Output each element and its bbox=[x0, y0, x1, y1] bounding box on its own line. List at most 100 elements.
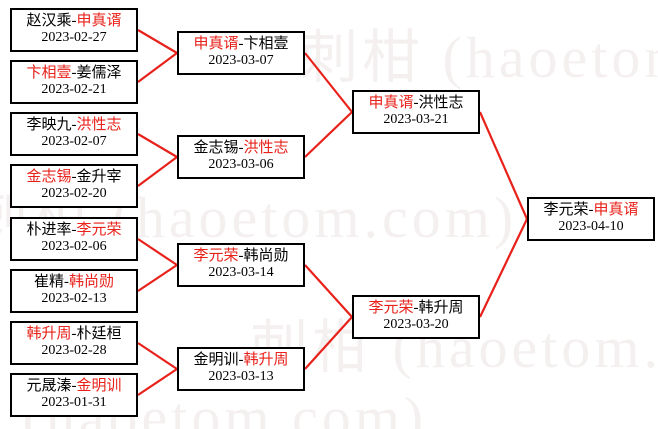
player-separator: - bbox=[238, 36, 244, 53]
match-players: 韩升周-朴廷桓 bbox=[26, 326, 122, 343]
player-left: 朴进率 bbox=[26, 222, 72, 239]
connector-line bbox=[304, 111, 353, 158]
match-players: 金志锡-洪性志 bbox=[193, 140, 289, 157]
player-separator: - bbox=[238, 140, 244, 157]
watermark-text: 刺柑 (haoetom.com) bbox=[300, 25, 658, 90]
player-separator: - bbox=[64, 274, 69, 291]
connector-line bbox=[137, 238, 178, 266]
connector-line bbox=[137, 264, 178, 292]
match-date: 2023-03-20 bbox=[383, 317, 449, 333]
match-players: 李元荣-韩升周 bbox=[368, 300, 463, 317]
player-right: 朴廷桓 bbox=[76, 326, 122, 343]
connector-line bbox=[479, 218, 528, 318]
match-players: 金明训-韩升周 bbox=[193, 352, 288, 369]
connector-line bbox=[304, 264, 353, 318]
player-separator: - bbox=[413, 95, 419, 112]
player-left: 李元荣 bbox=[368, 300, 414, 317]
player-right: 金升宰 bbox=[76, 169, 122, 186]
player-left: 金明训 bbox=[193, 352, 239, 369]
player-left: 金志锡 bbox=[26, 169, 72, 186]
match-date: 2023-02-13 bbox=[41, 291, 107, 307]
match-date: 2023-03-07 bbox=[208, 53, 274, 69]
player-separator: - bbox=[71, 65, 77, 82]
player-separator: - bbox=[71, 169, 77, 186]
match-players: 朴进率-李元荣 bbox=[26, 222, 122, 239]
connector-line bbox=[137, 52, 178, 83]
match-date: 2023-02-06 bbox=[41, 239, 107, 255]
connector-line bbox=[137, 368, 178, 396]
match-date: 2023-03-14 bbox=[208, 265, 274, 281]
match-players: 申真谞-卞相壹 bbox=[193, 36, 289, 53]
player-left: 申真谞 bbox=[368, 95, 414, 112]
player-right: 姜儒泽 bbox=[76, 65, 122, 82]
player-right: 申真谞 bbox=[593, 202, 639, 219]
player-right: 洪性志 bbox=[243, 140, 289, 157]
player-right: 金明训 bbox=[76, 378, 122, 395]
match-date: 2023-01-31 bbox=[41, 395, 107, 411]
player-separator: - bbox=[238, 248, 244, 265]
match-date: 2023-03-13 bbox=[208, 369, 274, 385]
player-right: 李元荣 bbox=[76, 222, 122, 239]
player-separator: - bbox=[71, 13, 77, 30]
match-date: 2023-03-21 bbox=[383, 112, 449, 128]
player-separator: - bbox=[71, 378, 77, 395]
match-players: 金志锡-金升宰 bbox=[26, 169, 122, 186]
match-date: 2023-02-07 bbox=[41, 134, 107, 150]
connector-line bbox=[137, 29, 178, 54]
player-separator: - bbox=[71, 222, 77, 239]
connector-line bbox=[304, 52, 353, 113]
player-separator: - bbox=[588, 202, 594, 219]
match-date: 2023-03-06 bbox=[208, 157, 274, 173]
player-right: 卞相壹 bbox=[243, 36, 289, 53]
match-players: 赵汉乘-申真谞 bbox=[26, 13, 121, 30]
player-left: 李映九 bbox=[26, 117, 72, 134]
player-separator: - bbox=[71, 326, 77, 343]
match-players: 申真谞-洪性志 bbox=[368, 95, 464, 112]
player-left: 申真谞 bbox=[193, 36, 239, 53]
match-date: 2023-02-28 bbox=[41, 343, 107, 359]
match-players: 崔精-韩尚勋 bbox=[33, 274, 115, 291]
player-left: 李元荣 bbox=[193, 248, 239, 265]
player-right: 洪性志 bbox=[418, 95, 464, 112]
player-left: 金志锡 bbox=[193, 140, 239, 157]
connector-line bbox=[137, 342, 178, 370]
player-left: 韩升周 bbox=[26, 326, 72, 343]
player-left: 李元荣 bbox=[543, 202, 589, 219]
connector-line bbox=[478, 111, 529, 220]
connector-line bbox=[137, 133, 178, 158]
match-players: 元晟溱-金明训 bbox=[26, 378, 122, 395]
match-date: 2023-02-21 bbox=[41, 82, 107, 98]
connector-line bbox=[137, 156, 178, 187]
match-players: 卞相壹-姜儒泽 bbox=[26, 65, 122, 82]
match-date: 2023-04-10 bbox=[558, 219, 624, 235]
match-players: 李元荣-韩尚勋 bbox=[193, 248, 289, 265]
player-right: 洪性志 bbox=[76, 117, 122, 134]
connector-line bbox=[304, 316, 353, 370]
player-separator: - bbox=[238, 352, 244, 369]
player-right: 韩尚勋 bbox=[243, 248, 289, 265]
player-left: 元晟溱 bbox=[26, 378, 72, 395]
player-right: 韩尚勋 bbox=[69, 274, 115, 291]
player-left: 崔精 bbox=[33, 274, 64, 291]
match-date: 2023-02-27 bbox=[41, 30, 107, 46]
player-separator: - bbox=[71, 117, 77, 134]
match-players: 李元荣-申真谞 bbox=[543, 202, 639, 219]
match-date: 2023-02-20 bbox=[41, 186, 107, 202]
player-left: 赵汉乘 bbox=[26, 13, 72, 30]
